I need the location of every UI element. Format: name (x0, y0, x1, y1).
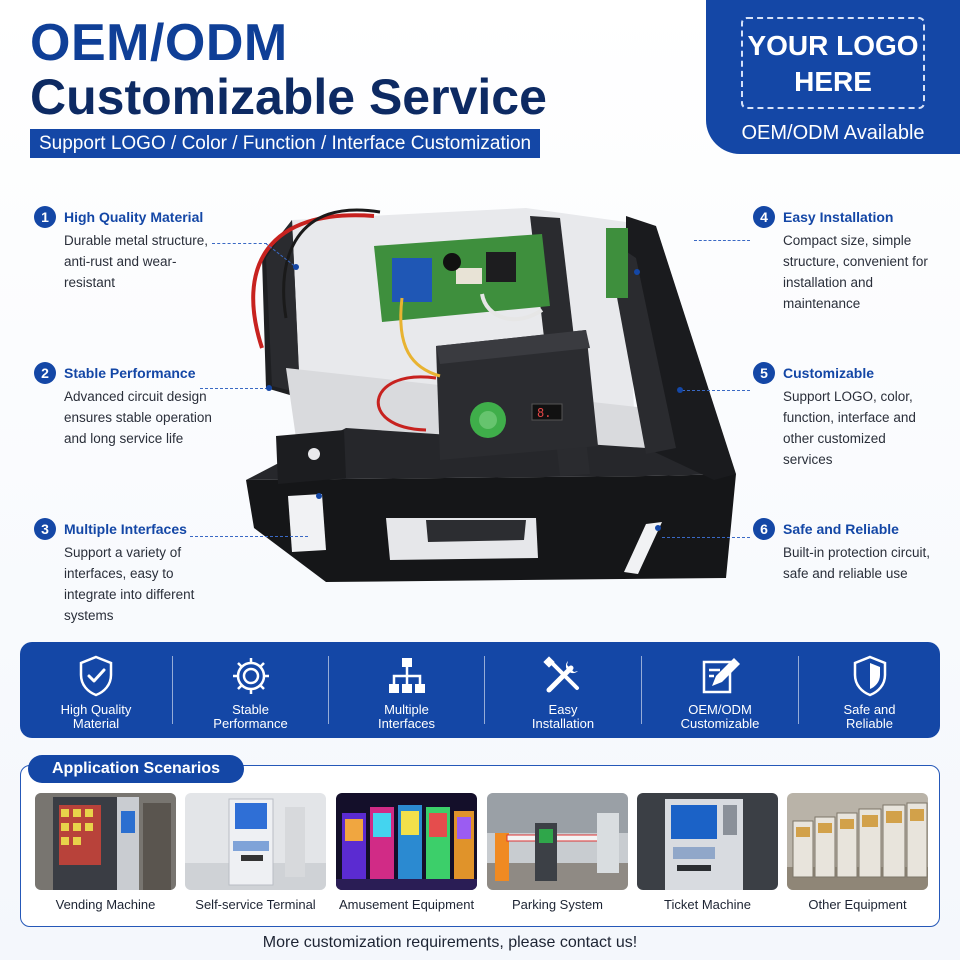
icon-label-line1: Safe and (843, 702, 896, 717)
leader-dot-4 (634, 269, 640, 275)
other-equipment-image (787, 793, 928, 890)
app-label: Ticket Machine (664, 897, 751, 912)
product-image: 8. (246, 208, 736, 582)
shield-icon (853, 655, 886, 697)
leader-dot-5 (677, 387, 683, 393)
icon-label-line2: Interfaces (377, 716, 436, 731)
feature-description: Built-in protection circuit, safe and re… (783, 545, 931, 581)
divider (172, 656, 173, 724)
icon-label-line2: Performance (213, 716, 288, 731)
divider (798, 656, 799, 724)
leader-line-1 (212, 243, 267, 244)
leader-dot-1 (293, 264, 299, 270)
icon-label: Easy Installation (485, 703, 641, 731)
icon-cell-customizable: OEM/ODM Customizable (642, 642, 798, 738)
feature-title: Safe and Reliable (783, 521, 899, 537)
icon-cell-safe: Safe and Reliable (799, 642, 940, 738)
gear-icon (232, 658, 269, 694)
app-label: Self-service Terminal (195, 897, 316, 912)
title-customizable-service: Customizable Service (30, 69, 547, 125)
tools-icon (543, 656, 579, 693)
icon-label: High Quality Material (20, 703, 172, 731)
app-label: Other Equipment (808, 897, 907, 912)
self-service-terminal-image (185, 793, 326, 890)
feature-icon-bar: High Quality Material Stable Performance (20, 642, 940, 738)
feature-number: 5 (753, 362, 775, 384)
logo-text-line2: HERE (794, 66, 872, 97)
icon-label-line2: Material (72, 716, 120, 731)
icon-label-line1: OEM/ODM (688, 702, 752, 717)
feature-description: Durable metal structure, anti-rust and w… (64, 233, 209, 290)
icon-label: Stable Performance (173, 703, 328, 731)
icon-label-line2: Installation (531, 716, 595, 731)
leader-dot-3 (316, 493, 322, 499)
vending-machine-image (35, 793, 176, 890)
feature-description: Support a variety of interfaces, easy to… (64, 545, 195, 623)
subtitle-bar: Support LOGO / Color / Function / Interf… (30, 129, 541, 158)
feature-description: Compact size, simple structure, convenie… (783, 233, 928, 311)
feature-number: 3 (34, 518, 56, 540)
icon-label-line1: Multiple (384, 702, 429, 717)
icon-label: Multiple Interfaces (329, 703, 484, 731)
svg-text:8.: 8. (537, 406, 551, 420)
feature-title: Customizable (783, 365, 875, 381)
feature-description: Support LOGO, color, function, interface… (783, 389, 916, 467)
logo-caption: OEM/ODM Available (741, 122, 925, 144)
amusement-equipment-image (336, 793, 477, 890)
leader-line-2 (200, 388, 268, 389)
feature-title: Stable Performance (64, 365, 196, 381)
icon-label-line1: Stable (232, 702, 269, 717)
feature-description: Advanced circuit design ensures stable o… (64, 389, 212, 446)
contact-footer: More customization requirements, please … (262, 934, 638, 951)
network-icon (388, 658, 425, 693)
edit-icon (702, 658, 740, 694)
icon-cell-material: High Quality Material (20, 642, 172, 738)
leader-dot-6 (655, 525, 661, 531)
logo-placeholder: YOUR LOGO HERE (741, 17, 925, 109)
icon-label: OEM/ODM Customizable (642, 703, 798, 731)
icon-cell-interfaces: Multiple Interfaces (329, 642, 484, 738)
divider (641, 656, 642, 724)
leader-dot-2 (266, 385, 272, 391)
icon-label-line2: Customizable (680, 716, 760, 731)
feature-number: 4 (753, 206, 775, 228)
app-label: Parking System (511, 897, 604, 912)
icon-label: Safe and Reliable (799, 703, 940, 731)
application-scenarios-title: Application Scenarios (28, 755, 245, 783)
feature-title: Multiple Interfaces (64, 521, 187, 537)
app-label: Vending Machine (55, 897, 156, 912)
parking-system-image (487, 793, 628, 890)
logo-panel: YOUR LOGO HERE OEM/ODM Available (706, 0, 960, 154)
app-label: Amusement Equipment (338, 897, 475, 912)
leader-line-3 (190, 536, 308, 537)
shield-check-icon (79, 655, 113, 697)
icon-cell-installation: Easy Installation (485, 642, 641, 738)
feature-number: 6 (753, 518, 775, 540)
leader-line-4 (694, 240, 750, 241)
leader-line-6 (662, 537, 750, 538)
divider (484, 656, 485, 724)
leader-line-5 (682, 390, 750, 391)
feature-title: High Quality Material (64, 209, 204, 225)
icon-label-line1: Easy (548, 702, 578, 717)
icon-label-line1: High Quality (60, 702, 132, 717)
feature-number: 2 (34, 362, 56, 384)
icon-label-line2: Reliable (846, 716, 893, 731)
feature-title: Easy Installation (783, 209, 894, 225)
icon-cell-performance: Stable Performance (173, 642, 328, 738)
feature-number: 1 (34, 206, 56, 228)
title-oem-odm: OEM/ODM (30, 14, 288, 72)
ticket-machine-image (637, 793, 778, 890)
logo-text-line1: YOUR LOGO (747, 30, 919, 61)
divider (328, 656, 329, 724)
